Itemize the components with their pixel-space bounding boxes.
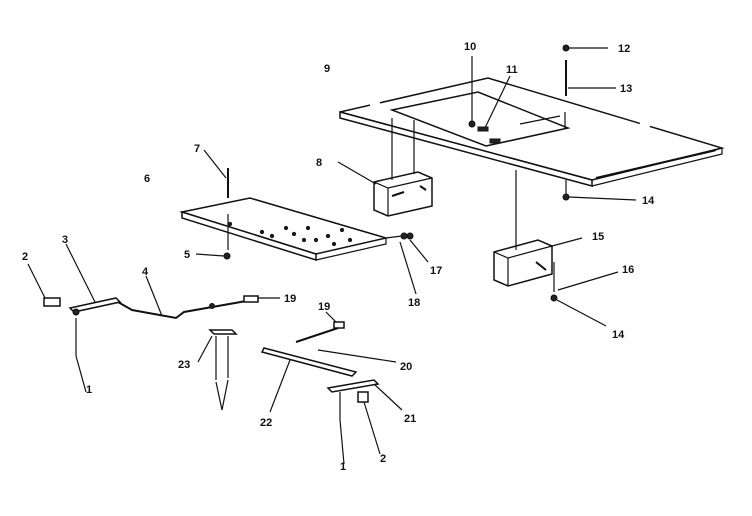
callout-12: 12: [618, 43, 630, 55]
top-hardware: [468, 56, 511, 144]
callout-17: 17: [430, 265, 442, 277]
callout-1-left: 1: [86, 384, 92, 396]
callout-10: 10: [464, 41, 476, 53]
screw-7: [195, 149, 231, 260]
callout-2-bottom: 2: [380, 453, 386, 465]
callout-18: 18: [408, 297, 420, 309]
callout-8: 8: [316, 157, 322, 169]
callout-22: 22: [260, 417, 272, 429]
screw-14-upper: [562, 180, 637, 201]
callout-labels: 1 1 2 2 3 4 5 6 7 8 9 10 11 12 13 14 14 …: [22, 41, 655, 473]
callout-6: 6: [144, 173, 150, 185]
callout-13: 13: [620, 83, 632, 95]
plate-6: [179, 197, 389, 262]
clip-23: [197, 329, 238, 411]
bracket-15: [493, 170, 583, 287]
callout-9: 9: [324, 63, 330, 75]
callout-4: 4: [142, 266, 149, 278]
linkage-bottom: [260, 311, 403, 465]
linkage-left: [27, 243, 280, 393]
table-top: [339, 77, 725, 187]
callout-20: 20: [400, 361, 412, 373]
bracket-8: [337, 118, 433, 217]
knob-17-18: [385, 232, 429, 295]
screw-12-13: [562, 44, 616, 96]
callout-7: 7: [194, 143, 200, 155]
callout-21: 21: [404, 413, 416, 425]
callout-2-left: 2: [22, 251, 28, 263]
callout-3: 3: [62, 234, 68, 246]
callout-14-upper: 14: [642, 195, 655, 207]
callout-19-left: 19: [284, 293, 296, 305]
callout-19-bottom: 19: [318, 301, 330, 313]
screw-16-14-lower: [550, 262, 619, 327]
callout-11: 11: [506, 64, 518, 76]
callout-14-lower: 14: [612, 329, 625, 341]
callout-5: 5: [184, 249, 190, 261]
callout-16: 16: [622, 264, 634, 276]
callout-23: 23: [178, 359, 190, 371]
callout-15: 15: [592, 231, 604, 243]
callout-1-bottom: 1: [340, 461, 346, 473]
